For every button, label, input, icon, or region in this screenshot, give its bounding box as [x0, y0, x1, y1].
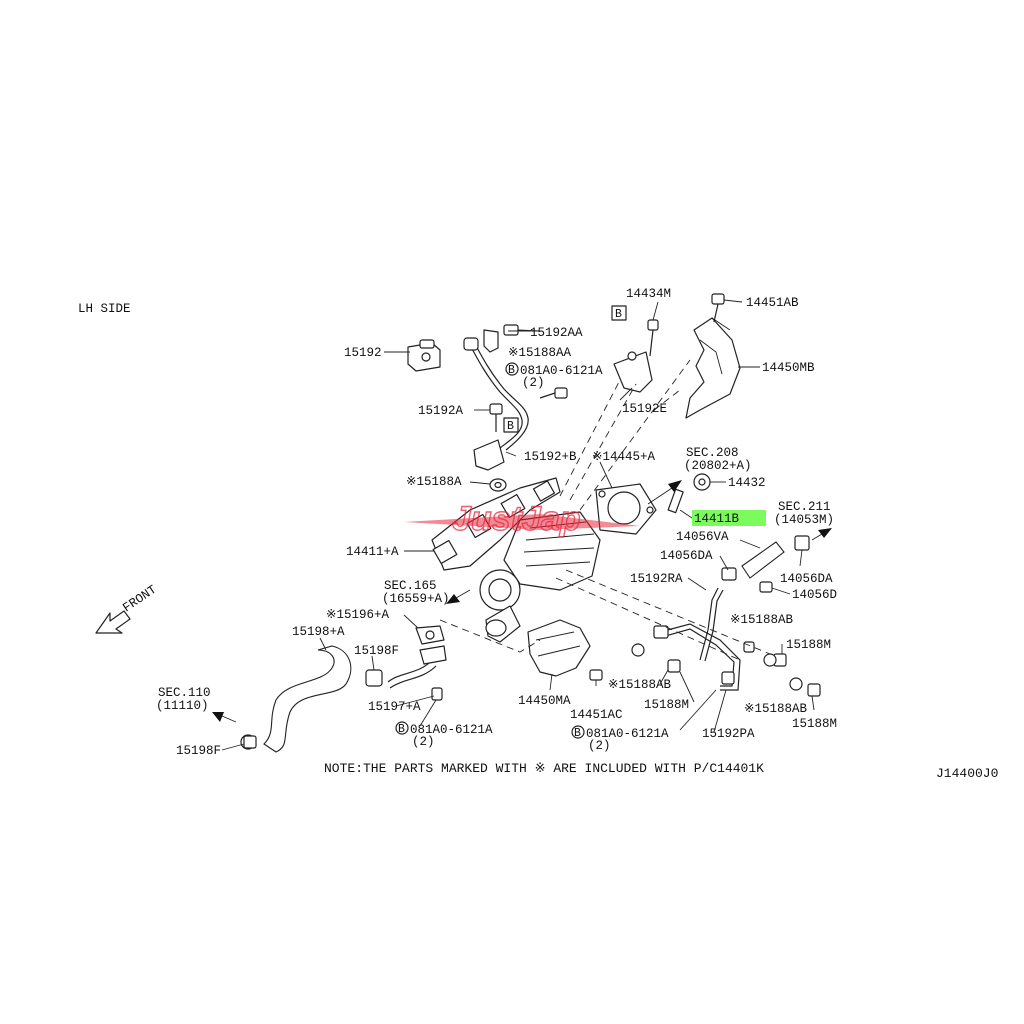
svg-text:JustJap: JustJap: [452, 500, 581, 538]
water-pipe-15197A: [387, 625, 447, 701]
label-15197A[interactable]: 15197+A: [368, 700, 421, 714]
label-14450MA[interactable]: 14450MA: [518, 694, 571, 708]
coolant-hose-15198A: [240, 645, 352, 753]
label-15188M-3[interactable]: 15188M: [792, 717, 837, 731]
front-label: FRONT: [120, 582, 159, 615]
dashed-guides: [439, 359, 771, 661]
label-081A0-6121A-top[interactable]: 081A0-6121A: [520, 364, 603, 378]
label-sec110-ref: (11110): [156, 699, 209, 713]
label-15188AB-3[interactable]: ※15188AB: [744, 702, 807, 716]
label-15198F-2[interactable]: 15198F: [176, 744, 221, 758]
heat-insulator-14450MA: [527, 619, 591, 677]
label-14451AC[interactable]: 14451AC: [570, 708, 623, 722]
label-15192RA[interactable]: 15192RA: [630, 572, 683, 586]
label-sec211-ref: (14053M): [774, 513, 834, 527]
bracket-15192E: [613, 351, 653, 393]
label-14056DA-2[interactable]: 14056DA: [780, 572, 833, 586]
oil-feed-pipe: [463, 329, 529, 471]
watermark-logo: JustJap: [404, 499, 640, 539]
label-15192AA[interactable]: 15192AA: [530, 326, 583, 340]
bolt-14451AC: [589, 669, 603, 681]
svg-text:B: B: [615, 308, 622, 321]
label-081A0-6121A-right[interactable]: 081A0-6121A: [586, 727, 669, 741]
label-15198F-1[interactable]: 15198F: [354, 644, 399, 658]
bolt-marker-b-3: B: [571, 725, 585, 740]
sec-arrows: [212, 480, 832, 723]
label-14056D[interactable]: 14056D: [792, 588, 837, 602]
label-081A0-qty-right: (2): [588, 739, 611, 753]
label-15188AB-1[interactable]: ※15188AB: [730, 613, 793, 627]
stud-14434M: [647, 319, 659, 357]
drawing-code: J14400J0: [936, 766, 998, 781]
label-15192E[interactable]: 15192E: [622, 402, 667, 416]
highlight-14411B: [692, 510, 766, 526]
side-label: LH SIDE: [78, 302, 131, 316]
label-15196A[interactable]: ※15196+A: [326, 608, 389, 622]
label-081A0-6121A-left[interactable]: 081A0-6121A: [410, 723, 493, 737]
stud-14411B: [667, 488, 684, 514]
label-14432[interactable]: 14432: [728, 476, 766, 490]
note-text: NOTE:THE PARTS MARKED WITH ※ ARE INCLUDE…: [324, 761, 764, 776]
label-14056VA[interactable]: 14056VA: [676, 530, 729, 544]
label-15188M-1[interactable]: 15188M: [786, 638, 831, 652]
label-15192B[interactable]: 15192+B: [524, 450, 577, 464]
label-15188AA[interactable]: ※15188AA: [508, 346, 571, 360]
bolt-marker-b-2: B: [395, 721, 409, 736]
label-15192PA[interactable]: 15192PA: [702, 727, 755, 741]
svg-text:B: B: [508, 364, 515, 377]
label-15192[interactable]: 15192: [344, 346, 382, 360]
label-15188A[interactable]: ※15188A: [406, 475, 462, 489]
label-14451AB[interactable]: 14451AB: [746, 296, 799, 310]
nut-14432: [693, 473, 711, 491]
label-sec208[interactable]: SEC.208: [686, 446, 739, 460]
label-14411B[interactable]: 14411B: [694, 512, 740, 526]
heat-insulator-14450MB: [685, 317, 741, 419]
turbocharger: [479, 511, 601, 643]
leader-lines: [221, 299, 815, 751]
label-14450MB[interactable]: 14450MB: [762, 361, 815, 375]
bolt-15192AA: [503, 324, 541, 336]
label-14445A[interactable]: ※14445+A: [592, 450, 655, 464]
bolt-081A0-top: [539, 387, 568, 399]
front-arrow: FRONT: [95, 582, 160, 634]
bolt-14451AB: [711, 293, 725, 323]
ref-box-b-2: B: [503, 417, 519, 433]
bolt-15192A: [489, 403, 503, 432]
label-15188AB-2[interactable]: ※15188AB: [608, 678, 671, 692]
label-sec165[interactable]: SEC.165: [384, 579, 437, 593]
label-14411A[interactable]: 14411+A: [346, 545, 399, 559]
bolt-marker-b-1: B: [505, 362, 519, 377]
svg-text:B: B: [507, 420, 514, 433]
clamp-15198F: [365, 669, 383, 687]
label-sec110[interactable]: SEC.110: [158, 686, 211, 700]
label-sec208-ref: (20802+A): [684, 459, 752, 473]
washer-15188A: [489, 478, 507, 492]
label-sec211[interactable]: SEC.211: [778, 500, 831, 514]
pipe-bracket-15192: [407, 339, 441, 372]
ref-box-b-1: B: [611, 305, 627, 321]
label-sec165-ref: (16559+A): [382, 592, 450, 606]
water-hose-14056VA: [721, 535, 810, 593]
label-081A0-qty-left: (2): [412, 735, 435, 749]
svg-text:B: B: [398, 723, 405, 736]
label-15188M-2[interactable]: 15188M: [644, 698, 689, 712]
gasket-14445A: [595, 483, 657, 535]
label-15192A[interactable]: 15192A: [418, 404, 464, 418]
label-15198A[interactable]: 15198+A: [292, 625, 345, 639]
label-081A0-qty-top: (2): [522, 376, 545, 390]
label-14434M[interactable]: 14434M: [626, 287, 671, 301]
svg-text:B: B: [574, 727, 581, 740]
label-14056DA[interactable]: 14056DA: [660, 549, 713, 563]
